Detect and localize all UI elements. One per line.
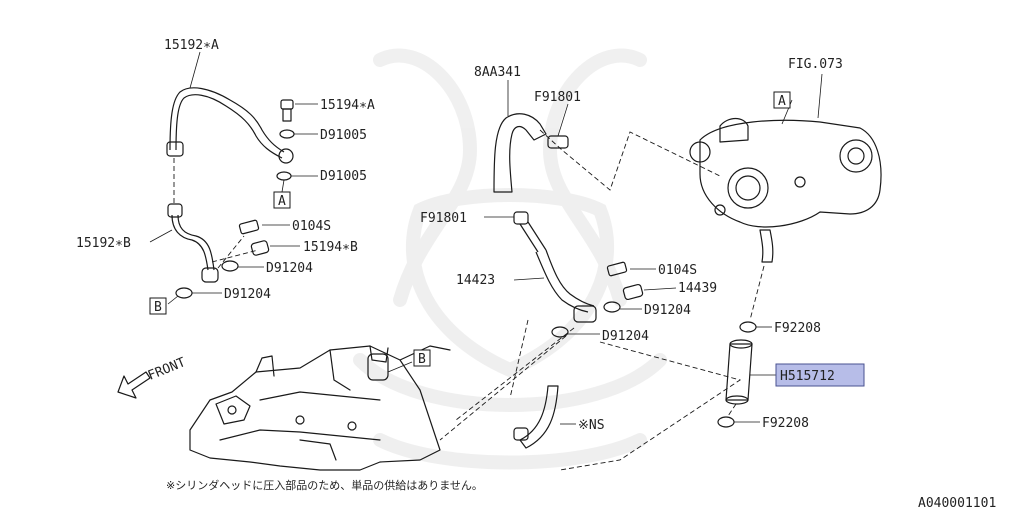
- pipe-14423[interactable]: [535, 251, 589, 313]
- label-f92208-bottom[interactable]: F92208: [762, 416, 809, 431]
- assembly-line: [539, 129, 721, 191]
- banjo-bolt-a[interactable]: [280, 99, 294, 110]
- assembly-line: [439, 335, 567, 441]
- union-bolt-14439[interactable]: [622, 283, 644, 301]
- compressor-inlet: [727, 167, 769, 209]
- hose-h515712[interactable]: [725, 343, 753, 401]
- washer-d91204-left-bottom[interactable]: [175, 287, 193, 299]
- clamp-f92208-top[interactable]: [739, 321, 757, 333]
- washer-d91204-right-bottom[interactable]: [551, 326, 569, 338]
- oil-pipe-a[interactable]: [169, 87, 285, 153]
- pipe-fitting-upper: [166, 141, 184, 157]
- front-direction-indicator: FRONT: [117, 355, 188, 399]
- banjo-fitting-upper: [278, 148, 294, 164]
- ref-box-b-center[interactable]: [413, 349, 431, 367]
- label-0104s-left[interactable]: 0104S: [292, 219, 331, 234]
- assembly-line: [211, 249, 259, 263]
- ref-b-center-label: B: [418, 352, 426, 367]
- diagram-code: A040001101: [918, 496, 996, 511]
- label-d91204-left-mid[interactable]: D91204: [266, 261, 313, 276]
- reference-markers: A B A B: [149, 91, 791, 367]
- ref-box-a-right[interactable]: [773, 91, 791, 109]
- label-14439[interactable]: 14439: [678, 281, 717, 296]
- hose-ns-clip: [513, 427, 529, 441]
- ref-b-left-label: B: [154, 300, 162, 315]
- label-15194b[interactable]: 15194∗B: [303, 240, 358, 255]
- label-0104s-right[interactable]: 0104S: [658, 263, 697, 278]
- front-arrow-icon: [117, 371, 151, 399]
- assembly-line: [509, 319, 529, 399]
- turbine-housing: [839, 139, 873, 173]
- oil-pipe-assembly: [166, 87, 295, 299]
- front-label: FRONT: [146, 355, 188, 384]
- assembly-line: [727, 403, 737, 417]
- ref-box-b-left[interactable]: [149, 297, 167, 315]
- label-ns[interactable]: ※NS: [578, 418, 605, 433]
- label-f91801-top[interactable]: F91801: [534, 90, 581, 105]
- footnote: ※シリンダヘッドに圧入部品のため、単品の供給はありません。: [166, 478, 483, 492]
- label-f91801-mid[interactable]: F91801: [420, 211, 467, 226]
- turbocharger-assembly[interactable]: [689, 117, 882, 263]
- assembly-line: [455, 327, 575, 421]
- cylinder-head: [189, 345, 451, 471]
- label-d91204-right-bottom[interactable]: D91204: [602, 329, 649, 344]
- leader-lines-center: [484, 80, 677, 425]
- washer-d91204-left-mid[interactable]: [221, 260, 239, 272]
- label-14423[interactable]: 14423: [456, 273, 495, 288]
- oil-pipe-b[interactable]: [171, 214, 209, 271]
- turbo-outlet-pipe: [759, 229, 774, 263]
- label-f92208-top[interactable]: F92208: [774, 321, 821, 336]
- leader-lines-left: [149, 51, 318, 305]
- highlighted-part-h515712[interactable]: H515712: [775, 363, 865, 387]
- coolant-hose-group: [439, 113, 742, 471]
- ref-a-right-label: A: [778, 94, 786, 109]
- watermark-emblem: [353, 48, 667, 470]
- label-d91204-right-mid[interactable]: D91204: [644, 303, 691, 318]
- hose-8aa341[interactable]: [493, 113, 547, 193]
- clamp-f92208-bottom[interactable]: [717, 416, 735, 428]
- banjo-fitting-lower: [201, 267, 219, 283]
- assembly-line: [559, 341, 742, 471]
- pipe-fitting-lower: [167, 203, 183, 218]
- banjo-bolt-b[interactable]: [250, 240, 270, 256]
- pipe-14423-fitting: [573, 305, 597, 323]
- washer-d91005-bottom[interactable]: [276, 171, 292, 181]
- label-15192b[interactable]: 15192∗B: [76, 236, 131, 251]
- label-8aa341[interactable]: 8AA341: [474, 65, 521, 80]
- highlight-box[interactable]: [775, 363, 865, 387]
- hose-ns[interactable]: [519, 385, 559, 449]
- assembly-line: [749, 265, 765, 321]
- label-d91005-bottom[interactable]: D91005: [320, 169, 367, 184]
- assembly-line: [217, 235, 245, 269]
- label-h515712[interactable]: H515712: [780, 369, 835, 384]
- washer-d91204-right-mid[interactable]: [603, 301, 621, 313]
- label-d91204-left-bottom[interactable]: D91204: [224, 287, 271, 302]
- label-15194a[interactable]: 15194∗A: [320, 98, 375, 113]
- bolt-0104s-left[interactable]: [238, 219, 260, 235]
- washer-d91005-top[interactable]: [279, 129, 295, 139]
- banjo-bolt-a-shank: [282, 108, 292, 122]
- bolt-0104s-right[interactable]: [606, 261, 628, 277]
- label-15192a[interactable]: 15192∗A: [164, 38, 219, 53]
- part-labels: 15192∗A 15194∗A D91005 D91005 15192∗B 01…: [76, 38, 843, 433]
- label-fig073[interactable]: FIG.073: [788, 57, 843, 72]
- ref-box-a-left[interactable]: [273, 191, 291, 209]
- coolant-hose-right: [717, 265, 765, 428]
- label-d91005-top[interactable]: D91005: [320, 128, 367, 143]
- ref-a-left-label: A: [278, 194, 286, 209]
- clip-f91801-mid[interactable]: [513, 211, 529, 225]
